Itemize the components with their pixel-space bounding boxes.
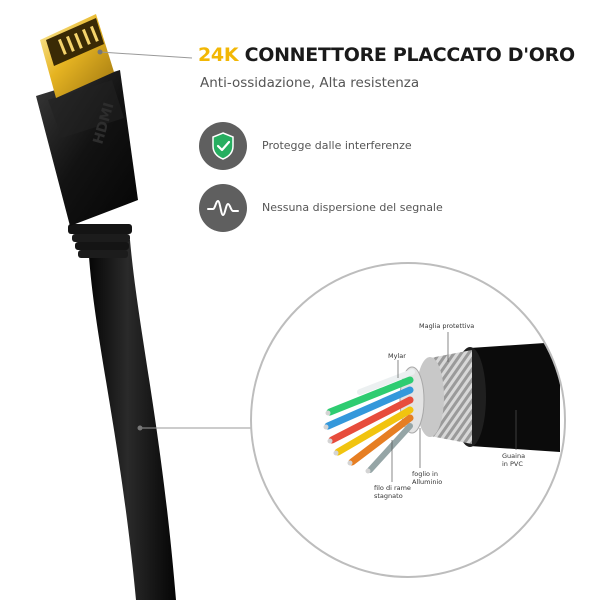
zoom-cross-section — [250, 262, 566, 578]
subhead: Anti-ossidazione, Alta resistenza — [200, 75, 420, 91]
feature-label-interference: Protegge dalle interferenze — [262, 139, 412, 152]
shield-check-icon — [199, 122, 247, 170]
cable — [88, 240, 176, 600]
callout-foil-line1: foglio in — [412, 470, 438, 478]
headline-text: CONNETTORE PLACCATO D'ORO — [238, 44, 576, 66]
headline-accent: 24K — [198, 44, 239, 66]
signal-wave-icon — [199, 184, 247, 232]
callout-copper-line2: stagnato — [374, 492, 403, 500]
callout-foil-line2: Alluminio — [412, 478, 443, 486]
feature-label-signal: Nessuna dispersione del segnale — [262, 201, 443, 214]
callout-braid: Maglia protettiva — [419, 322, 475, 330]
plug-pointer — [99, 51, 193, 59]
callout-copper-line1: filo di rame — [374, 484, 411, 492]
callout-jacket-line1: Guaina — [502, 452, 526, 460]
gold-plug — [40, 14, 114, 98]
callout-jacket-line2: in PVC — [502, 460, 523, 468]
callout-mylar: Mylar — [388, 352, 406, 360]
headline: 24K CONNETTORE PLACCATO D'ORO — [198, 44, 575, 66]
strain-relief — [68, 224, 132, 258]
